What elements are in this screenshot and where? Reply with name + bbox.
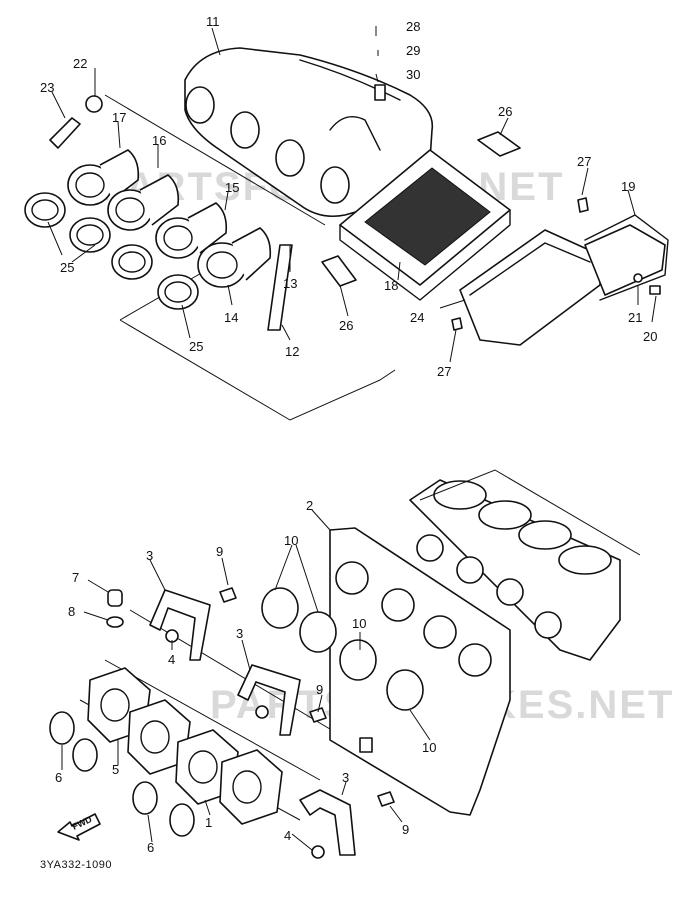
callout-4-bottom: 4 bbox=[284, 828, 291, 843]
leader-lines-upper bbox=[47, 26, 657, 363]
brackets-3 bbox=[149, 589, 356, 856]
callout-8: 8 bbox=[68, 604, 75, 619]
callout-27-bottom: 27 bbox=[437, 364, 451, 379]
callout-4-top: 4 bbox=[168, 652, 175, 667]
callout-19: 19 bbox=[621, 179, 635, 194]
callout-1: 1 bbox=[205, 815, 212, 830]
leader-lines-lower bbox=[61, 509, 431, 851]
callout-9-bottom: 9 bbox=[402, 822, 409, 837]
engine-block bbox=[409, 479, 621, 661]
callout-13: 13 bbox=[283, 276, 297, 291]
hose-clamps-upper bbox=[24, 192, 199, 310]
callout-29: 29 bbox=[406, 43, 420, 58]
callout-24: 24 bbox=[410, 310, 424, 325]
callout-3-middle: 3 bbox=[236, 626, 243, 641]
intake-plate bbox=[329, 527, 511, 816]
filter-case bbox=[459, 214, 669, 346]
air-box-cover bbox=[184, 47, 434, 218]
air-filter-element bbox=[339, 149, 511, 301]
callout-15: 15 bbox=[225, 180, 239, 195]
assembly-guide-lines-lower bbox=[79, 469, 641, 821]
callout-7: 7 bbox=[72, 570, 79, 585]
callout-25-right: 25 bbox=[189, 339, 203, 354]
breather-hose bbox=[49, 84, 386, 331]
callout-20: 20 bbox=[643, 329, 657, 344]
callout-18: 18 bbox=[384, 278, 398, 293]
callout-10-middle: 10 bbox=[352, 616, 366, 631]
diagram-code: 3YA332-1090 bbox=[40, 859, 112, 871]
callout-10-top: 10 bbox=[284, 533, 298, 548]
callout-9-left: 9 bbox=[216, 544, 223, 559]
callout-26-top: 26 bbox=[498, 104, 512, 119]
small-brackets-upper bbox=[321, 131, 661, 331]
callout-21: 21 bbox=[628, 310, 642, 325]
callout-6-left: 6 bbox=[55, 770, 62, 785]
callout-27-top: 27 bbox=[577, 154, 591, 169]
callout-25-left: 25 bbox=[60, 260, 74, 275]
callout-11: 11 bbox=[206, 14, 220, 29]
callout-28: 28 bbox=[406, 19, 420, 34]
callout-22: 22 bbox=[73, 56, 87, 71]
small-fasteners bbox=[106, 587, 395, 859]
callout-2: 2 bbox=[306, 498, 313, 513]
forward-arrow: FWD bbox=[57, 813, 101, 841]
callout-26-bottom: 26 bbox=[339, 318, 353, 333]
callout-23: 23 bbox=[40, 80, 54, 95]
callout-30: 30 bbox=[406, 67, 420, 82]
carburetor-joints-lower bbox=[87, 667, 283, 825]
callout-10-bottom: 10 bbox=[422, 740, 436, 755]
callout-17: 17 bbox=[112, 110, 126, 125]
callout-labels: 11 28 29 30 22 23 17 16 15 26 27 19 25 1… bbox=[40, 14, 657, 855]
callout-14: 14 bbox=[224, 310, 238, 325]
o-rings bbox=[49, 711, 195, 837]
callout-5: 5 bbox=[112, 762, 119, 777]
callout-16: 16 bbox=[152, 133, 166, 148]
hose-clamps-lower bbox=[261, 587, 424, 711]
callout-3-bottom: 3 bbox=[342, 770, 349, 785]
carburetor-joints-upper bbox=[67, 149, 272, 288]
callout-9-middle: 9 bbox=[316, 682, 323, 697]
callout-12: 12 bbox=[285, 344, 299, 359]
callout-3-left: 3 bbox=[146, 548, 153, 563]
callout-6-bottom: 6 bbox=[147, 840, 154, 855]
